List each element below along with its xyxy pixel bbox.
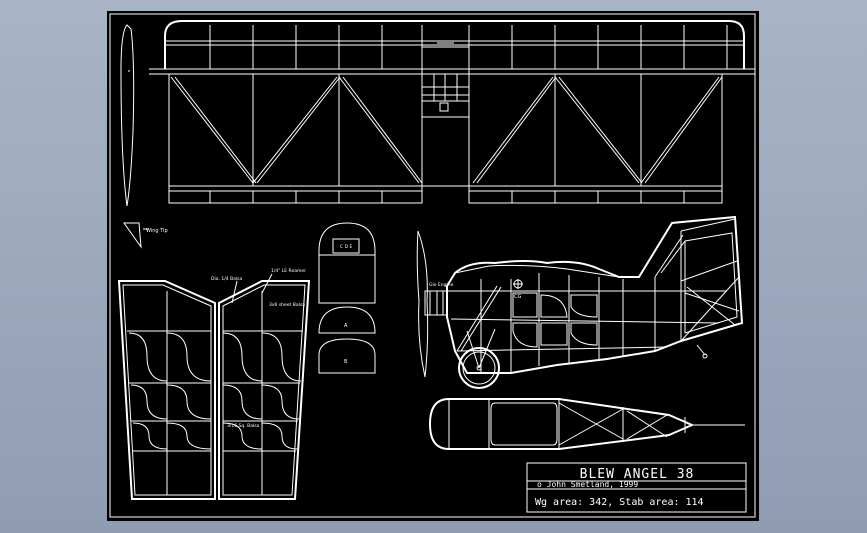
sheet-border — [109, 13, 756, 518]
cg-label: CG — [514, 294, 521, 300]
wing-plan-view — [149, 20, 755, 204]
wing-airfoil-section — [120, 24, 135, 207]
drawing-areas: Wg area: 342, Stab area: 114 — [535, 497, 704, 508]
svg-text:Glo Engine: Glo Engine — [429, 282, 454, 288]
cad-viewport[interactable]: Wing Tip Dia. 1/4 Balsa 1/4" LE Rea — [107, 11, 759, 521]
panel-right — [218, 280, 311, 500]
rib-b-label: B — [344, 359, 348, 365]
svg-text:C D E: C D E — [340, 244, 352, 250]
drawing-author: o John Smetland, 1999 — [537, 480, 638, 489]
fuselage-top-view — [428, 398, 745, 450]
panel-notes: Dia. 1/4 Balsa 1/4" LE Reamer 3x6 sheet … — [211, 268, 306, 429]
rib-a-label: A — [344, 323, 348, 329]
panel-left — [117, 280, 216, 500]
svg-text:3/16 Sq. Balsa: 3/16 Sq. Balsa — [227, 423, 260, 429]
svg-text:1/4" LE Reamer: 1/4" LE Reamer — [271, 268, 306, 274]
svg-text:3x6 sheet Balsa: 3x6 sheet Balsa — [269, 302, 305, 308]
wing-tip-detail: Wing Tip — [123, 222, 168, 249]
blueprint-drawing: Wing Tip Dia. 1/4 Balsa 1/4" LE Rea — [109, 13, 756, 518]
title-block: BLEW ANGEL 38 o John Smetland, 1999 Wg a… — [526, 462, 747, 513]
wing-tip-label: Wing Tip — [146, 228, 168, 234]
drawing-title: BLEW ANGEL 38 — [580, 467, 695, 482]
fuselage-side-view: Glo Engine — [416, 215, 744, 389]
fuselage-formers: C D E A B — [318, 222, 376, 374]
svg-text:Dia. 1/4 Balsa: Dia. 1/4 Balsa — [211, 276, 242, 282]
